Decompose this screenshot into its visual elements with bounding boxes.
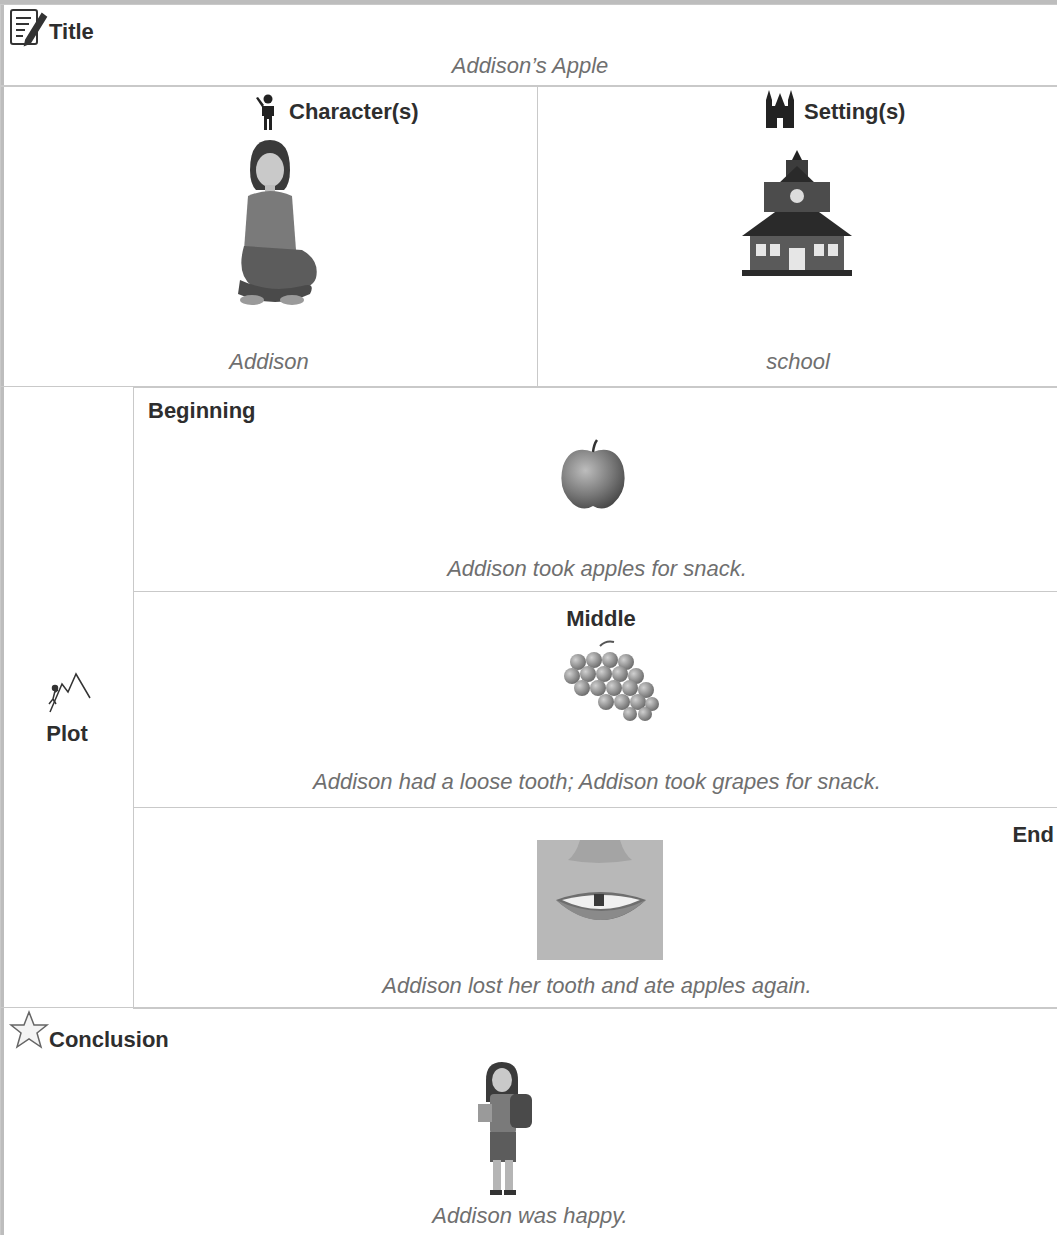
castle-icon [766, 90, 772, 100]
person-icon [256, 95, 274, 131]
school-picture [770, 244, 780, 256]
section-heading: Title [49, 19, 249, 45]
girl-sitting-picture [240, 295, 264, 305]
grapes-picture [606, 680, 622, 696]
school-picture [814, 244, 824, 256]
notepad-icon [11, 10, 46, 45]
story-title: Addison’s Apple [1, 53, 1057, 79]
notepad-icon [16, 23, 29, 25]
conclusion-text: Addison was happy. [1, 1203, 1057, 1229]
plot-label: Plot [1, 721, 133, 747]
girl-sitting-picture [256, 153, 284, 187]
setting-cell: Setting(s) school [537, 86, 1057, 387]
mouth-picture [556, 892, 646, 920]
plot-beginning-cell: BeginningAddison took apples for snack. [133, 387, 1057, 592]
girl-sitting-picture [238, 140, 317, 305]
grapes-picture [638, 707, 652, 721]
character-name: Addison [1, 349, 537, 375]
mountain-icon [50, 674, 90, 712]
castle-icon [766, 100, 772, 128]
mouth-picture [537, 840, 663, 960]
girl-backpack-picture [478, 1062, 532, 1195]
grapes-picture [590, 680, 606, 696]
person-icon [262, 106, 274, 130]
section-heading: Setting(s) [804, 99, 1044, 125]
plot-event: Addison lost her tooth and ate apples ag… [134, 973, 1057, 999]
notepad-icon [16, 29, 25, 31]
girl-sitting-picture [280, 295, 304, 305]
school-picture [778, 166, 816, 184]
plot-part-heading: Beginning [148, 398, 448, 424]
person-icon [256, 97, 264, 107]
girl-backpack-picture [510, 1094, 532, 1128]
title-cell: TitleAddison’s Apple [0, 4, 1057, 86]
castle-icon [775, 93, 785, 106]
girl-backpack-picture [490, 1190, 502, 1195]
plot-middle-cell: MiddleAddison had a loose tooth; Addison… [133, 591, 1057, 808]
plot-part-heading: End [134, 822, 1054, 848]
grapes-picture [574, 680, 590, 696]
grapes-picture [612, 666, 628, 682]
plot-event: Addison had a loose tooth; Addison took … [134, 769, 1057, 795]
plot-band: Plot BeginningAddison took apples for sna… [0, 386, 1057, 1008]
mountain-icon [49, 690, 58, 704]
mouth-picture [594, 894, 604, 906]
mountain-icon [53, 686, 58, 691]
girl-sitting-picture [244, 191, 296, 250]
school-picture [764, 182, 830, 212]
plot-part-heading: Middle [134, 606, 1057, 632]
star-icon [11, 1012, 47, 1047]
girl-backpack-picture [493, 1160, 501, 1192]
girl-backpack-picture [490, 1132, 516, 1162]
plot-event: Addison took apples for snack. [134, 556, 1057, 582]
castle-icon [788, 100, 794, 128]
mouth-picture [568, 840, 632, 863]
notepad-icon [16, 17, 31, 19]
grapes-picture [600, 642, 614, 647]
school-picture [828, 244, 838, 256]
section-heading: Character(s) [289, 99, 529, 125]
grapes-picture [598, 694, 614, 710]
castle-icon [777, 118, 783, 128]
grapes-picture [596, 666, 612, 682]
school-picture [792, 150, 802, 160]
mouth-picture [537, 840, 663, 960]
grapes-picture [586, 652, 602, 668]
section-heading: Conclusion [49, 1027, 349, 1053]
apple-picture [561, 450, 624, 509]
school-picture [789, 248, 805, 272]
school-picture [742, 270, 852, 276]
girl-backpack-picture [478, 1104, 492, 1122]
castle-icon [788, 90, 794, 100]
girl-sitting-picture [250, 140, 290, 190]
notepad-icon [25, 14, 46, 45]
girl-backpack-picture [504, 1190, 516, 1195]
mountain-icon [49, 674, 90, 712]
apple-picture [561, 440, 624, 509]
grapes-picture [623, 707, 637, 721]
grapes-picture [622, 680, 638, 696]
apple-picture [593, 440, 597, 452]
mouth-picture [556, 900, 646, 920]
school-picture [750, 236, 844, 272]
star-icon [11, 1012, 47, 1047]
grapes-picture [602, 652, 618, 668]
school-picture [756, 244, 766, 256]
school-picture [790, 189, 804, 203]
school-picture [742, 150, 852, 276]
person-icon [264, 95, 273, 104]
notepad-icon [16, 35, 23, 37]
grapes-picture [580, 666, 596, 682]
castle-icon [766, 90, 794, 128]
setting-name: school [538, 349, 1057, 375]
plot-end-cell: EndAddison lost her tooth and ate apples… [133, 807, 1057, 1009]
character-cell: Character(s) Addison [0, 86, 538, 387]
girl-backpack-picture [492, 1068, 512, 1092]
girl-backpack-picture [505, 1160, 513, 1192]
conclusion-cell: ConclusionAddison was happy. [0, 1007, 1057, 1235]
grapes-picture [564, 642, 659, 722]
